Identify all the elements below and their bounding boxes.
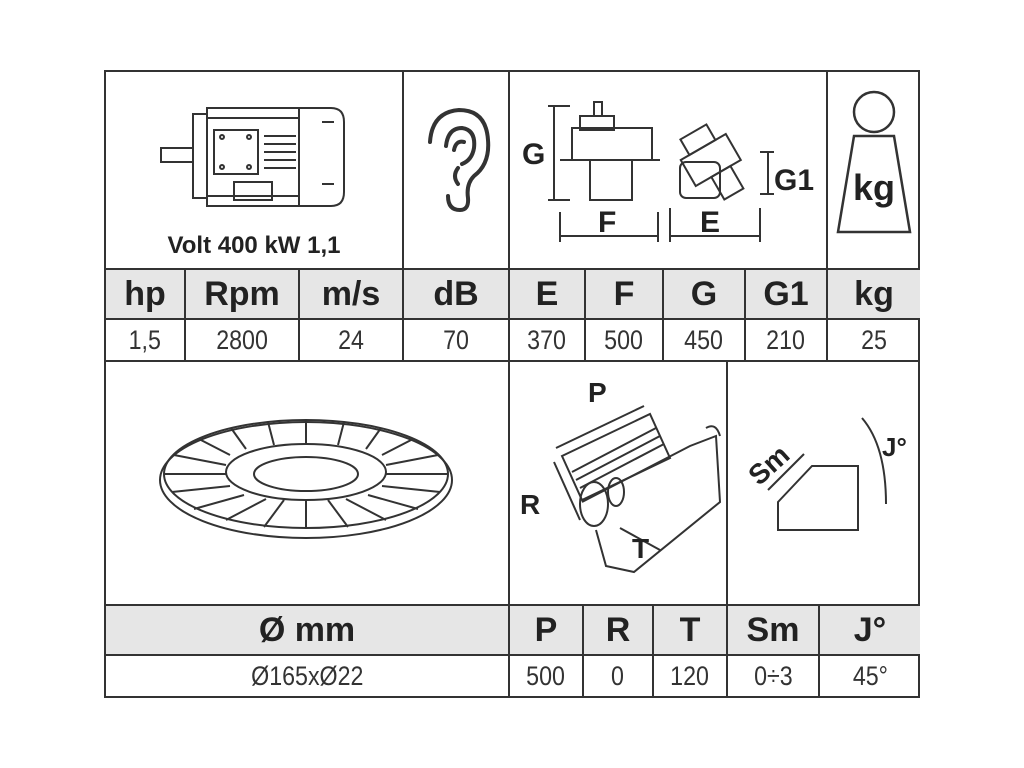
tool-value-r-text: 0 [611, 660, 625, 691]
ear-icon [428, 107, 491, 213]
spec-value-hp-text: 1,5 [128, 324, 162, 355]
disc-cell [106, 362, 510, 606]
spec-header-g: G [664, 270, 746, 320]
spec-value-f: 500 [586, 320, 664, 362]
weight-icon: kg [836, 90, 912, 234]
spec-value-ms-text: 24 [338, 324, 364, 355]
spec-value-e-text: 370 [527, 324, 567, 355]
tool-value-t: 120 [654, 656, 728, 696]
tool-header-r: R [584, 606, 654, 656]
bevel-label-j: J° [882, 432, 907, 462]
tool-value-sm: 0÷3 [728, 656, 820, 696]
motor-caption: Volt 400 kW 1,1 [167, 232, 341, 259]
dimensions-diagram-icon: G F E G1 [522, 101, 814, 242]
bevel-label-sm: Sm [742, 439, 795, 491]
spec-header-ms: m/s [300, 270, 404, 320]
spec-header-f: F [586, 270, 664, 320]
tool-header-j: J° [820, 606, 920, 656]
dim-label-f: F [598, 206, 616, 239]
motor-cell: Volt 400 kW 1,1 [106, 72, 404, 270]
bevel-diagram-icon: Sm J° [742, 417, 907, 531]
spec-value-ms: 24 [300, 320, 404, 362]
spec-header-db: dB [404, 270, 510, 320]
dim-label-g: G [522, 138, 545, 171]
spec-header-e: E [510, 270, 586, 320]
tool-value-p: 500 [510, 656, 584, 696]
tool-header-p: P [510, 606, 584, 656]
spec-value-db-text: 70 [443, 324, 469, 355]
tool-value-t-text: 120 [670, 660, 710, 691]
machine-label-t: T [632, 533, 649, 564]
tool-value-r: 0 [584, 656, 654, 696]
motor-icon [160, 107, 345, 207]
flap-disc-icon [159, 419, 453, 539]
bevel-cell: Sm J° [728, 362, 920, 606]
spec-value-e: 370 [510, 320, 586, 362]
weight-label: kg [853, 167, 895, 208]
noise-cell [404, 72, 510, 270]
tool-header-sm: Sm [728, 606, 820, 656]
spec-sheet: Volt 400 kW 1,1 [104, 70, 920, 698]
spec-value-db: 70 [404, 320, 510, 362]
dim-label-e: E [700, 206, 720, 239]
spec-value-rpm-text: 2800 [216, 324, 268, 355]
spec-value-rpm: 2800 [186, 320, 300, 362]
weight-cell: kg [828, 72, 920, 270]
spec-header-hp: hp [106, 270, 186, 320]
tool-header-t: T [654, 606, 728, 656]
tool-value-diameter-text: Ø165xØ22 [250, 660, 364, 691]
machine-label-p: P [588, 377, 607, 408]
tool-value-diameter: Ø165xØ22 [106, 656, 510, 696]
tool-header-diameter: Ø mm [106, 606, 510, 656]
machine-cell: P R T [510, 362, 728, 606]
spec-header-g1: G1 [746, 270, 828, 320]
spec-value-g-text: 450 [684, 324, 724, 355]
dim-label-g1: G1 [774, 164, 814, 197]
tool-value-j-text: 45° [852, 660, 888, 691]
spec-header-rpm: Rpm [186, 270, 300, 320]
machine-label-r: R [520, 489, 540, 520]
tool-value-j: 45° [820, 656, 920, 696]
dimensions-cell: G F E G1 [510, 72, 828, 270]
spec-value-kg: 25 [828, 320, 920, 362]
tool-value-p-text: 500 [526, 660, 566, 691]
spec-value-hp: 1,5 [106, 320, 186, 362]
spec-value-kg-text: 25 [861, 324, 887, 355]
machine-diagram-icon: P R T [520, 377, 722, 574]
tool-value-sm-text: 0÷3 [753, 660, 793, 691]
spec-value-g1-text: 210 [766, 324, 806, 355]
spec-value-f-text: 500 [604, 324, 644, 355]
spec-value-g1: 210 [746, 320, 828, 362]
spec-header-kg: kg [828, 270, 920, 320]
spec-value-g: 450 [664, 320, 746, 362]
